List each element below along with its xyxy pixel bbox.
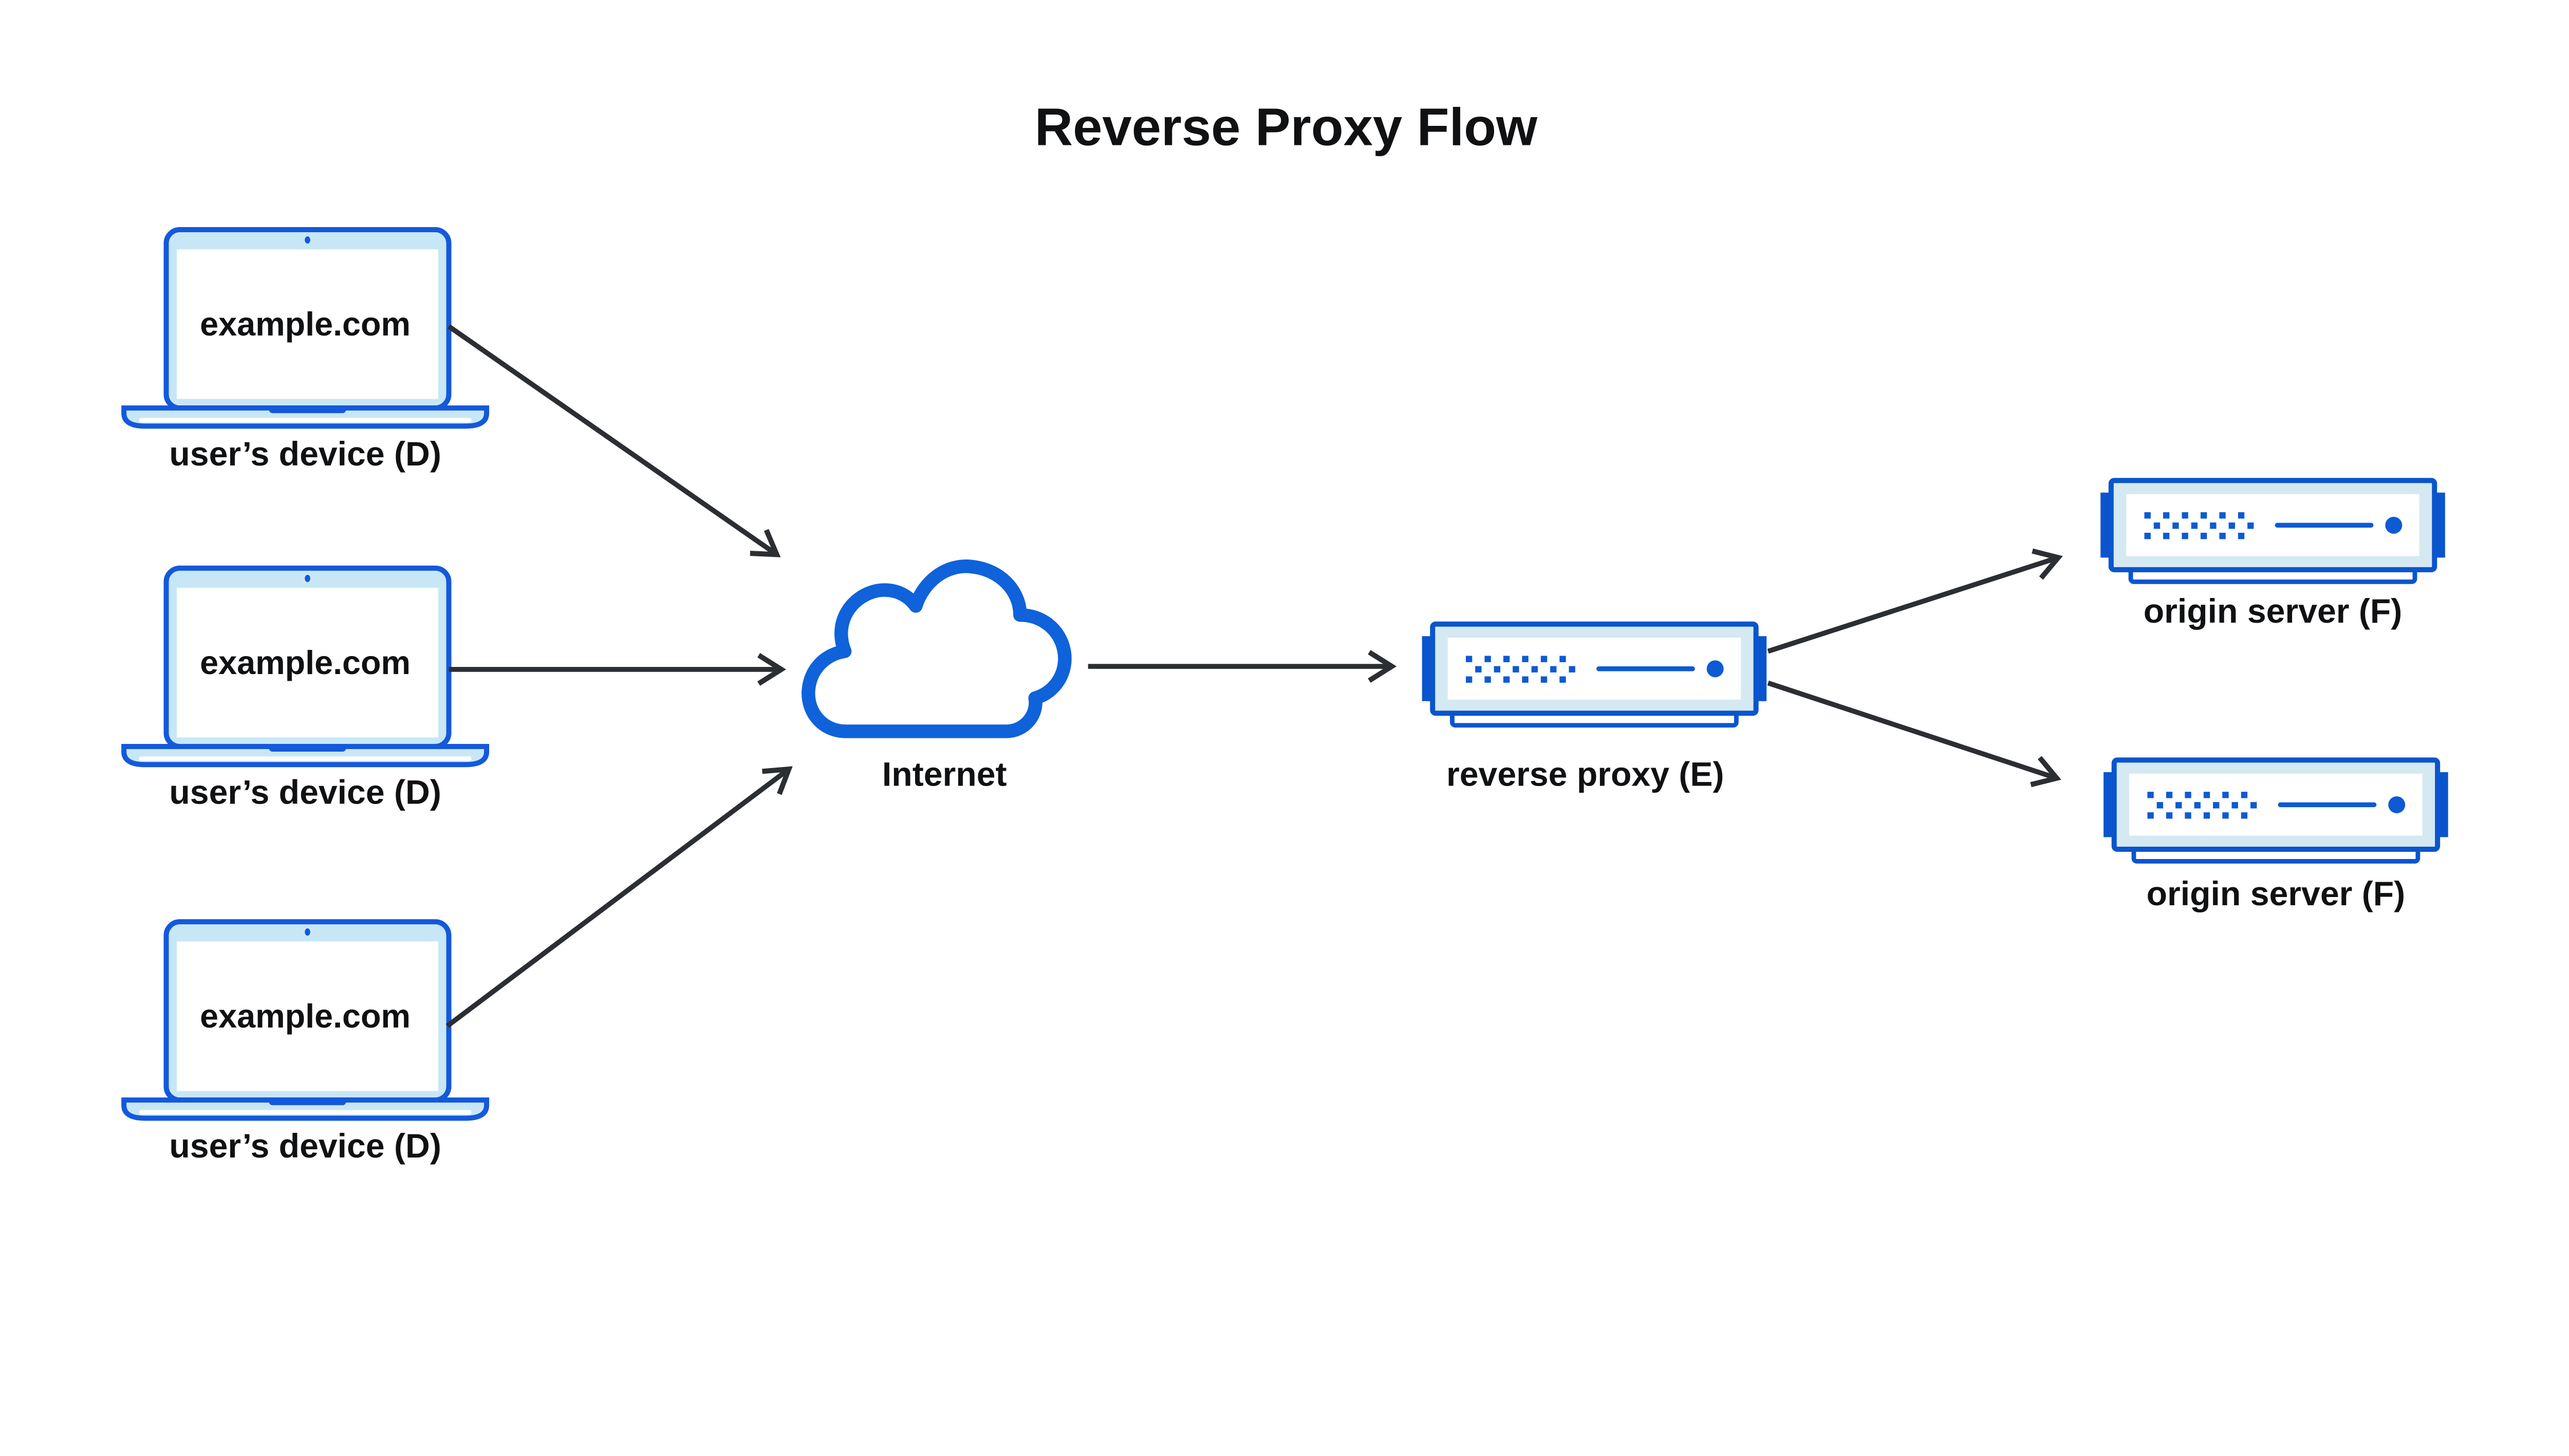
laptop-screen [177, 249, 438, 399]
server-front-panel [2129, 773, 2423, 836]
internet-node: Internet [802, 559, 1072, 793]
arrow-device3-to-internet [445, 766, 793, 1028]
server-front-panel [1447, 638, 1741, 700]
server-led-dots-icon [2156, 802, 2257, 809]
device-label: user’s device (D) [169, 774, 441, 812]
server-front-panel [2126, 494, 2419, 556]
laptop-screen-text: example.com [200, 305, 411, 343]
laptop-screen-text: example.com [200, 644, 411, 681]
server-led-dots-icon [2153, 522, 2254, 529]
server-led-dots-icon [2147, 792, 2248, 798]
reverse-proxy-node: reverse proxy (E) [1422, 621, 1767, 793]
cloud-icon [802, 559, 1072, 738]
reverse-proxy-flow-diagram: Reverse Proxy Flow example.com user’s de… [121, 97, 2448, 1165]
server-led-dots-icon [2147, 812, 2248, 819]
laptop-camera-icon [305, 236, 310, 244]
server-led-dots-icon [1475, 666, 1575, 673]
laptop-base-highlight [139, 418, 472, 423]
origin-server-label: origin server (F) [2144, 592, 2403, 630]
reverse-proxy-label: reverse proxy (E) [1446, 755, 1724, 793]
laptop-base-notch [269, 744, 346, 752]
user-device-2: example.com user’s device (D) [121, 565, 490, 812]
origin-server-label: origin server (F) [2147, 875, 2406, 913]
server-led-dots-icon [2144, 533, 2245, 539]
internet-label: Internet [882, 755, 1007, 793]
server-led-dots-icon [1465, 676, 1566, 683]
arrow-proxy-to-origin2 [1767, 680, 2061, 788]
user-device-3: example.com user’s device (D) [121, 919, 490, 1165]
laptop-base-notch [269, 1098, 346, 1106]
laptop-base-notch [269, 406, 346, 414]
diagram-title: Reverse Proxy Flow [1035, 97, 1538, 156]
arrow-device1-to-internet [447, 324, 781, 557]
laptop-screen [177, 588, 438, 738]
origin-server-1: origin server (F) [2100, 478, 2445, 630]
laptop-base-highlight [139, 756, 472, 761]
laptop-camera-icon [305, 574, 310, 582]
server-power-light-icon [1706, 660, 1724, 678]
server-led-dots-icon [2144, 512, 2245, 519]
arrow-proxy-to-origin1 [1767, 548, 2063, 654]
server-power-light-icon [2385, 516, 2403, 534]
user-device-1: example.com user’s device (D) [121, 227, 490, 473]
laptop-screen-text: example.com [200, 997, 411, 1035]
origin-server-2: origin server (F) [2103, 757, 2448, 913]
laptop-screen [177, 941, 438, 1091]
laptop-camera-icon [305, 928, 310, 936]
device-label: user’s device (D) [169, 1127, 441, 1165]
server-power-light-icon [2388, 796, 2406, 813]
device-label: user’s device (D) [169, 435, 441, 473]
laptop-base-highlight [139, 1110, 472, 1115]
server-led-dots-icon [1465, 656, 1566, 662]
